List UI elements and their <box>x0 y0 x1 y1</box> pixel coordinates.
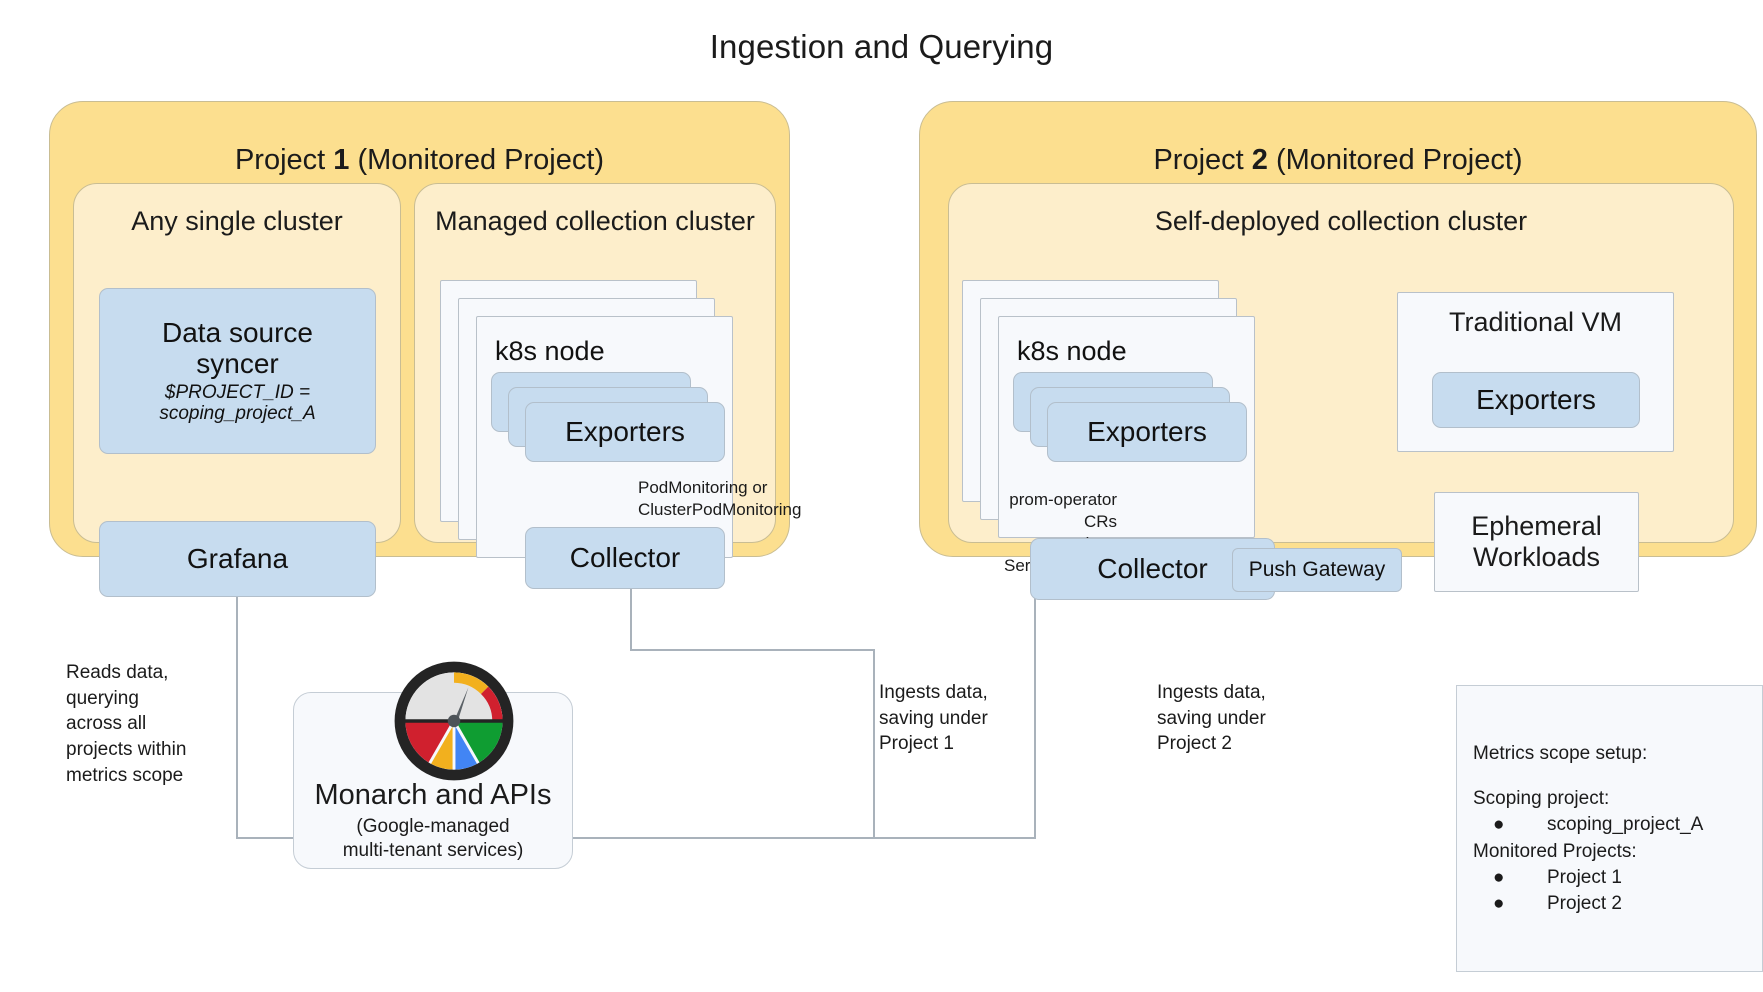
push-gateway-box[interactable]: Push Gateway <box>1232 548 1402 592</box>
project-1-title-suffix: (Monitored Project) <box>349 144 605 176</box>
grafana-box[interactable]: Grafana <box>99 521 376 597</box>
project-2-title: Project 2 (Monitored Project) <box>920 144 1756 177</box>
exporters-1-label: Exporters <box>565 416 685 448</box>
vm-exporters-box[interactable]: Exporters <box>1432 372 1640 428</box>
legend-spacer <box>1473 767 1756 786</box>
collector-1-box[interactable]: Collector <box>525 527 725 589</box>
k8s-node-2-label: k8s node <box>1017 336 1127 366</box>
data-source-syncer-box[interactable]: Data source syncer $PROJECT_ID = scoping… <box>99 288 376 454</box>
traditional-vm-label: Traditional VM <box>1448 307 1623 337</box>
exporters-1-box[interactable]: Exporters <box>525 402 725 462</box>
monarch-title: Monarch and APIs <box>314 779 552 811</box>
collector-1-label: Collector <box>569 542 681 574</box>
cluster-any-single-title: Any single cluster <box>131 206 343 236</box>
note-ingest-project-1: Ingests data, saving under Project 1 <box>879 682 988 755</box>
monarch-card[interactable]: Monarch and APIs (Google-managed multi-t… <box>293 661 573 869</box>
note-ingest-project-2: Ingests data, saving under Project 2 <box>1157 682 1266 755</box>
legend-monitored-item-1: ● Project 2 <box>1473 891 1756 917</box>
vm-exporters-label: Exporters <box>1476 384 1596 416</box>
wire-grafana-to-monarch <box>236 558 293 839</box>
legend-heading: Metrics scope setup: <box>1473 743 1648 764</box>
collector-2-label: Collector <box>1097 553 1208 585</box>
note-reads-data: Reads data, querying across all projects… <box>66 662 187 786</box>
project-1-title-prefix: Project <box>234 144 334 176</box>
cluster-managed-collection-title: Managed collection cluster <box>435 206 755 236</box>
bullet-dot-icon: ● <box>1493 893 1505 915</box>
monarch-gauge-logo <box>394 661 514 781</box>
bullet-dot-icon: ● <box>1493 814 1505 836</box>
legend-monitored-item-0-text: Project 1 <box>1547 866 1622 888</box>
data-source-syncer-label: Data source syncer <box>162 316 313 380</box>
k8s-node-1-label: k8s node <box>495 336 605 366</box>
cluster-self-deployed-title: Self-deployed collection cluster <box>1154 206 1528 236</box>
pod-monitoring-edge-label: PodMonitoring or ClusterPodMonitoring <box>638 478 802 520</box>
grafana-label: Grafana <box>186 543 289 575</box>
legend-monitored-item-0: ● Project 1 <box>1473 865 1756 891</box>
project-2-title-number: 2 <box>1251 144 1268 176</box>
wire-collector1-to-monarch <box>573 560 875 839</box>
ephemeral-workloads-panel[interactable]: Ephemeral Workloads <box>1434 492 1639 592</box>
project-2-title-prefix: Project <box>1153 144 1252 176</box>
bullet-dot-icon: ● <box>1493 866 1505 888</box>
legend-scoping-label: Scoping project: <box>1473 788 1610 810</box>
legend-monitored-item-1-text: Project 2 <box>1547 893 1622 915</box>
legend-scoping-item-0: ● scoping_project_A <box>1473 812 1756 838</box>
project-2-title-suffix: (Monitored Project) <box>1267 144 1523 176</box>
project-1-title: Project 1 (Monitored Project) <box>50 144 789 177</box>
legend-monitored-label: Monitored Projects: <box>1473 840 1637 862</box>
exporters-2-label: Exporters <box>1087 416 1207 448</box>
page-title: Ingestion and Querying <box>709 28 1054 65</box>
monarch-subtitle: (Google-managed multi-tenant services) <box>342 816 524 861</box>
project-1-title-number: 1 <box>333 144 350 176</box>
push-gateway-label: Push Gateway <box>1248 558 1386 582</box>
legend-scoping-item-0-text: scoping_project_A <box>1547 814 1704 836</box>
data-source-syncer-sublabel: $PROJECT_ID = scoping_project_A <box>159 381 316 425</box>
metrics-scope-legend: Metrics scope setup: Scoping project: ● s… <box>1456 685 1763 972</box>
exporters-2-box[interactable]: Exporters <box>1047 402 1247 462</box>
